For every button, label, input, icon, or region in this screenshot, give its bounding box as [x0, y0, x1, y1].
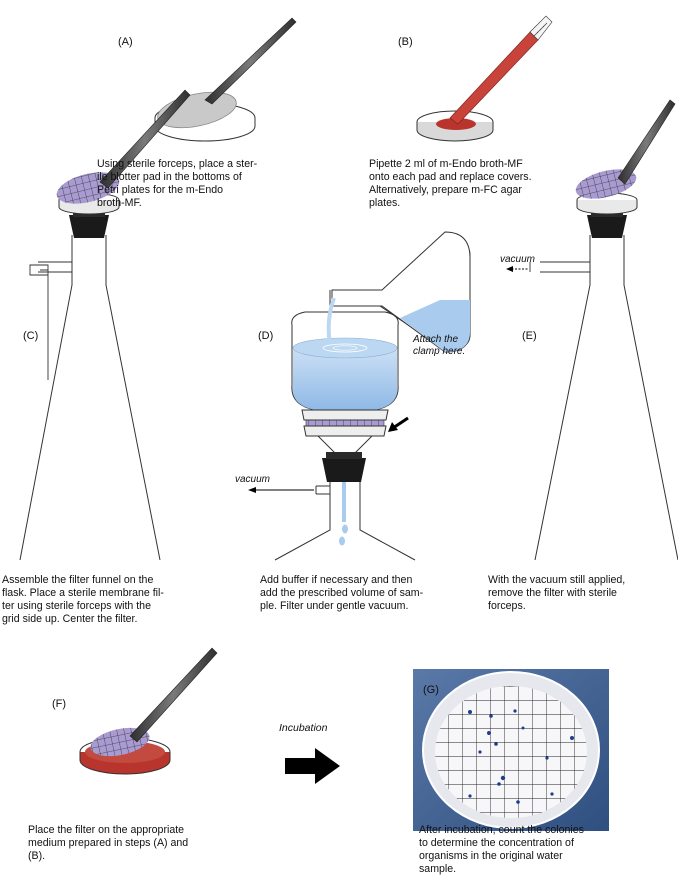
step-e-illustration: [506, 99, 678, 561]
step-c-caption: Assemble the filter funnel on the flask.…: [2, 574, 164, 625]
forceps-a: [204, 17, 297, 105]
step-f-illustration: [79, 647, 218, 775]
step-a-illustration: [154, 17, 297, 142]
step-b-caption: Pipette 2 ml of m-Endo broth-MF onto eac…: [369, 158, 532, 209]
step-g-label: (G): [423, 684, 439, 696]
step-g-caption: After incubation, count the colonies to …: [419, 824, 584, 875]
step-d-label: (D): [258, 330, 274, 342]
incubation-label: Incubation: [279, 722, 328, 734]
step-b-label: (B): [398, 36, 413, 48]
step-c-label: (C): [23, 330, 39, 342]
step-f-caption: Place the filter on the appropriate medi…: [28, 824, 189, 862]
step-a-label: (A): [118, 36, 133, 48]
step-d-caption: Add buffer if necessary and then add the…: [260, 574, 424, 612]
step-c-illustration: [19, 89, 191, 561]
step-g-photo: [413, 669, 609, 831]
step-f-label: (F): [52, 698, 67, 710]
clamp-note: Attach the clamp here.: [413, 334, 466, 357]
step-b-illustration: [416, 15, 553, 142]
vacuum-label-e: vacuum: [500, 254, 536, 265]
step-a-caption: Using sterile forceps, place a ster- ile…: [97, 158, 258, 209]
vacuum-label-d: vacuum: [235, 474, 271, 485]
incubation-arrow: [285, 748, 340, 784]
colonies: [468, 709, 574, 804]
step-d-illustration: [248, 231, 471, 561]
step-e-caption: With the vacuum still applied, remove th…: [488, 574, 626, 612]
step-e-label: (E): [522, 330, 537, 342]
